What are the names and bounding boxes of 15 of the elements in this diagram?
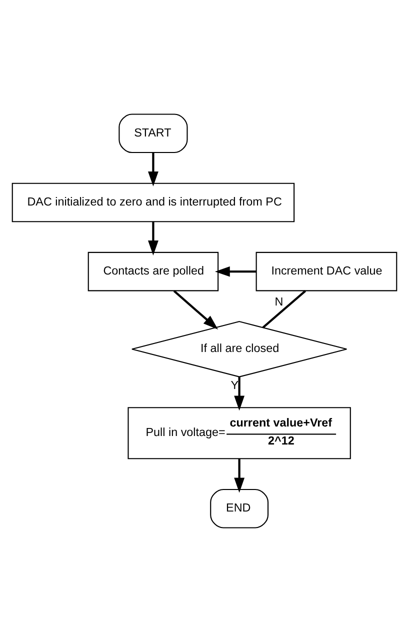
arrow — [173, 290, 218, 330]
node-box: DAC initialized to zero and is interrupted from PC — [12, 182, 295, 222]
arrow — [148, 222, 158, 256]
arrow — [214, 266, 256, 277]
edge-label: N — [274, 296, 284, 309]
edge-label: Y — [230, 378, 239, 392]
arrow — [148, 152, 158, 186]
node-box: Contacts are polled — [88, 252, 219, 292]
node-box: END — [210, 488, 269, 528]
node-box: START — [118, 114, 188, 154]
arrow — [234, 459, 245, 493]
node-diamond: If all are closed — [131, 320, 348, 378]
node-box: Increment DAC value — [256, 252, 398, 292]
connector — [262, 290, 306, 328]
arrow — [234, 377, 245, 411]
